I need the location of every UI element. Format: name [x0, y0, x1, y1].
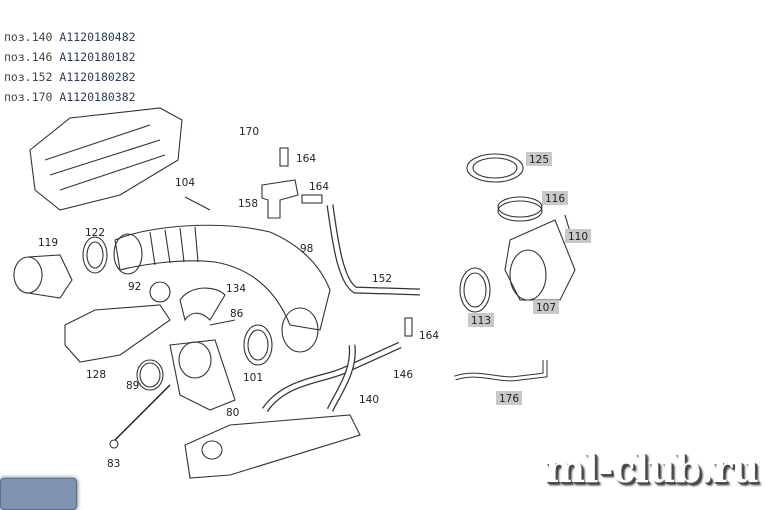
clamp-113 [459, 267, 491, 313]
engine-cover-top [29, 107, 183, 211]
label-86: 86 [230, 308, 244, 320]
label-176: 176 [499, 393, 519, 405]
intake-duct-98 [113, 224, 331, 353]
pointer-83 [114, 384, 171, 441]
label-98: 98 [300, 243, 313, 255]
parts-list: поз.140 A1120180482 поз.146 A1120180182 … [4, 27, 136, 107]
label-92: 92 [128, 281, 141, 293]
valve-164-low [404, 317, 413, 337]
tee-158 [261, 179, 299, 219]
throttle-80 [169, 339, 236, 411]
part-92 [149, 281, 171, 303]
site-watermark: ml-club.ru [544, 446, 759, 491]
label-113: 113 [471, 315, 491, 327]
clamp-122 [82, 236, 108, 274]
label-122: 122 [85, 227, 105, 239]
label-128: 128 [86, 369, 106, 381]
parts-list-item: поз.140 A1120180482 [4, 30, 136, 44]
hose-140 [263, 342, 401, 412]
clamp-125 [466, 153, 524, 183]
label-89: 89 [126, 380, 139, 392]
bolt-104 [184, 196, 211, 211]
label-164: 164 [419, 330, 439, 342]
engine-cover-bottom [184, 414, 361, 479]
valve-164-top [279, 147, 289, 167]
label-164: 164 [309, 181, 329, 193]
label-134: 134 [226, 283, 246, 295]
label-101: 101 [243, 372, 263, 384]
label-146: 146 [393, 369, 413, 381]
label-104: 104 [175, 177, 195, 189]
mass-air-flow-sensor-119 [13, 254, 73, 299]
label-158: 158 [238, 198, 258, 210]
ring-116 [497, 196, 543, 222]
clamp-101 [243, 324, 273, 366]
label-107: 107 [536, 302, 556, 314]
bolt-86 [209, 319, 236, 326]
label-116: 116 [545, 193, 565, 205]
label-110: 110 [568, 231, 588, 243]
label-119: 119 [38, 237, 58, 249]
label-164: 164 [296, 153, 316, 165]
label-83: 83 [107, 458, 120, 470]
seal-89 [136, 359, 164, 391]
hose-146 [327, 344, 355, 412]
hose-152 [327, 204, 421, 295]
label-80: 80 [226, 407, 239, 419]
parts-list-item: поз.170 A1120180382 [4, 90, 136, 104]
elbow-134 [179, 287, 226, 322]
parts-list-item: поз.152 A1120180282 [4, 70, 136, 84]
label-125: 125 [529, 154, 549, 166]
clip-83 [109, 439, 119, 449]
label-140: 140 [359, 394, 379, 406]
bottom-panel-button[interactable] [0, 478, 77, 510]
label-152: 152 [372, 273, 392, 285]
parts-list-item: поз.146 A1120180182 [4, 50, 136, 64]
parts-diagram: 170 164 164 104 158 98 122 119 92 134 15… [13, 102, 591, 479]
cover-128 [64, 304, 171, 363]
housing-107 [504, 219, 576, 301]
valve-164-mid [301, 194, 323, 204]
label-170: 170 [239, 126, 259, 138]
